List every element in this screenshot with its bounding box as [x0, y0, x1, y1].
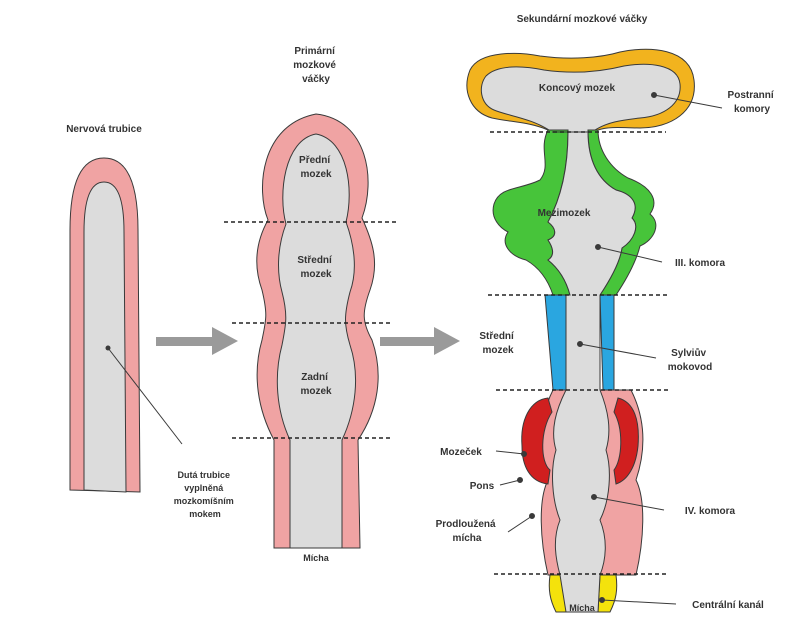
- medulla-line-1: Prodloužená: [436, 519, 496, 530]
- aqueduct-line-2: mokovod: [668, 362, 712, 373]
- aqueduct-line-1: Sylviův: [671, 347, 706, 359]
- telencephalon-label: Koncový mozek: [539, 83, 616, 94]
- lateral-ventricles-line-1: Postranní: [728, 90, 775, 101]
- forebrain-line-1: Přední: [299, 155, 331, 166]
- medulla-line-2: mícha: [453, 533, 482, 544]
- lateral-ventricles-label: Postranní komory: [728, 90, 777, 115]
- spinal-canal-right: [598, 575, 617, 612]
- hollow-tube-line-3: mozkomíšním: [174, 496, 234, 506]
- spinal-cord-label-primary: Mícha: [303, 553, 330, 563]
- primary-title-line-2: mozkové: [293, 60, 336, 71]
- diencephalon-label: Mezimozek: [538, 208, 591, 219]
- hollow-tube-line-2: vyplněná: [184, 483, 224, 493]
- hollow-tube-line-1: Dutá trubice: [177, 470, 230, 480]
- primary-title-line-1: Primární: [294, 46, 336, 57]
- primary-vesicles-title: Primární mozkové váčky: [293, 46, 339, 85]
- aqueduct-label: Sylviův mokovod: [668, 347, 712, 373]
- aqueduct-wall-left: [545, 295, 566, 390]
- lateral-ventricles-line-2: komory: [734, 104, 771, 115]
- hollow-tube-label: Dutá trubice vyplněná mozkomíšním mokem: [174, 470, 237, 519]
- secondary-title: Sekundární mozkové váčky: [517, 14, 648, 25]
- hindbrain-line-2: mozek: [300, 386, 332, 397]
- primary-title-line-3: váčky: [302, 74, 330, 85]
- midbrain-secondary-line-2: mozek: [482, 345, 514, 356]
- midbrain-secondary-label: Střední mozek: [479, 331, 516, 356]
- third-ventricle-label: III. komora: [675, 258, 725, 269]
- medulla-label: Prodloužená mícha: [436, 519, 499, 544]
- arrow-right-2: [380, 327, 460, 355]
- neural-tube: [70, 158, 182, 492]
- hindbrain-line-1: Zadní: [301, 372, 329, 383]
- neural-tube-title: Nervová trubice: [66, 124, 142, 135]
- spinal-cord-label-secondary: Mícha: [569, 603, 596, 613]
- midbrain-primary-line-1: Střední: [297, 255, 333, 266]
- neural-tube-cavity: [84, 182, 126, 492]
- midbrain-secondary-line-1: Střední: [479, 331, 515, 342]
- central-canal-label: Centrální kanál: [692, 600, 764, 611]
- pons-label: Pons: [470, 481, 495, 492]
- forebrain-line-2: mozek: [300, 169, 332, 180]
- hollow-tube-line-4: mokem: [189, 509, 221, 519]
- midbrain-primary-line-2: mozek: [300, 269, 332, 280]
- fourth-ventricle-label: IV. komora: [685, 506, 736, 517]
- aqueduct-wall-right: [600, 295, 614, 390]
- cerebellum-label: Mozeček: [440, 447, 482, 458]
- neural-tube-pointer-dot: [106, 346, 111, 351]
- arrow-right-1: [156, 327, 238, 355]
